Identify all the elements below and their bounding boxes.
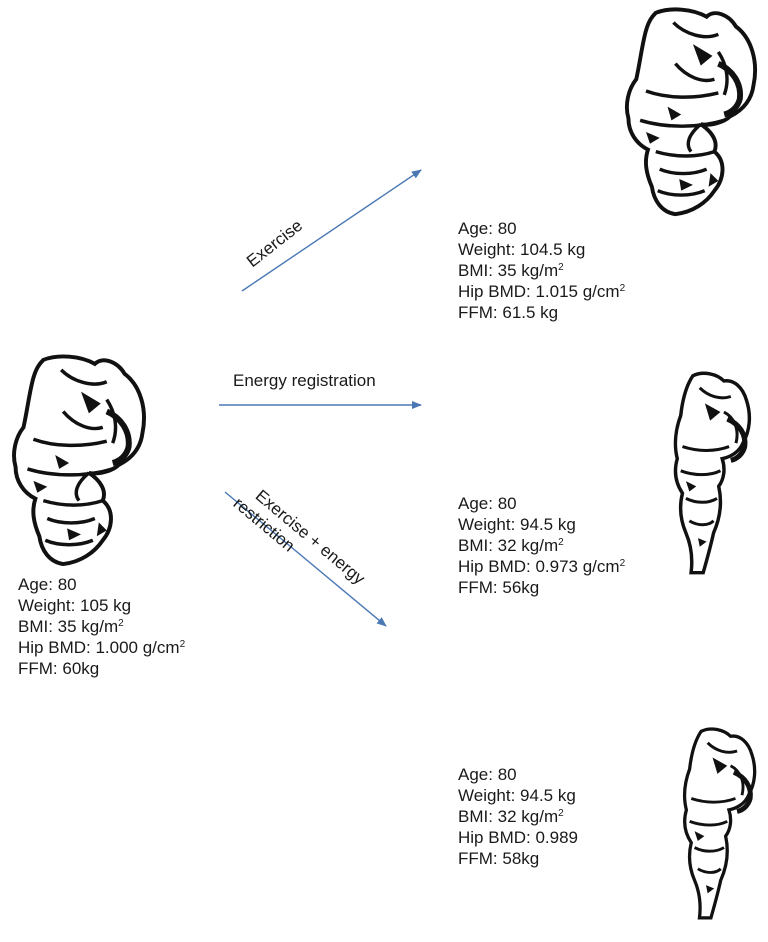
exercise-stats: Age: 80 Weight: 104.5 kg BMI: 35 kg/m2 H… [458,218,625,323]
exercise-ffm: FFM: 61.5 kg [458,302,625,323]
baseline-hip-bmd: Hip BMD: 1.000 g/cm2 [18,637,185,658]
exercise-hip-bmd: Hip BMD: 1.015 g/cm2 [458,281,625,302]
exercise-bmi: BMI: 35 kg/m2 [458,260,625,281]
exercise-weight: Weight: 104.5 kg [458,239,625,260]
combined-bmi: BMI: 32 kg/m2 [458,806,578,827]
energy-stats: Age: 80 Weight: 94.5 kg BMI: 32 kg/m2 Hi… [458,493,625,598]
baseline-figure [14,356,144,564]
energy-weight: Weight: 94.5 kg [458,514,625,535]
exercise-arrow [242,170,421,291]
baseline-stats: Age: 80 Weight: 105 kg BMI: 35 kg/m2 Hip… [18,574,185,679]
baseline-age: Age: 80 [18,574,185,595]
energy-ffm: FFM: 56kg [458,577,625,598]
combined-stats: Age: 80 Weight: 94.5 kg BMI: 32 kg/m2 Hi… [458,764,578,869]
combined-age: Age: 80 [458,764,578,785]
baseline-bmi: BMI: 35 kg/m2 [18,616,185,637]
energy-registration-label: Energy registration [233,371,376,391]
energy-figure [675,373,749,572]
exercise-figure [627,9,755,214]
combined-figure [685,729,755,918]
exercise-age: Age: 80 [458,218,625,239]
combined-ffm: FFM: 58kg [458,848,578,869]
energy-age: Age: 80 [458,493,625,514]
combined-hip-bmd: Hip BMD: 0.989 [458,827,578,848]
energy-bmi: BMI: 32 kg/m2 [458,535,625,556]
baseline-ffm: FFM: 60kg [18,658,185,679]
baseline-weight: Weight: 105 kg [18,595,185,616]
combined-weight: Weight: 94.5 kg [458,785,578,806]
energy-hip-bmd: Hip BMD: 0.973 g/cm2 [458,556,625,577]
